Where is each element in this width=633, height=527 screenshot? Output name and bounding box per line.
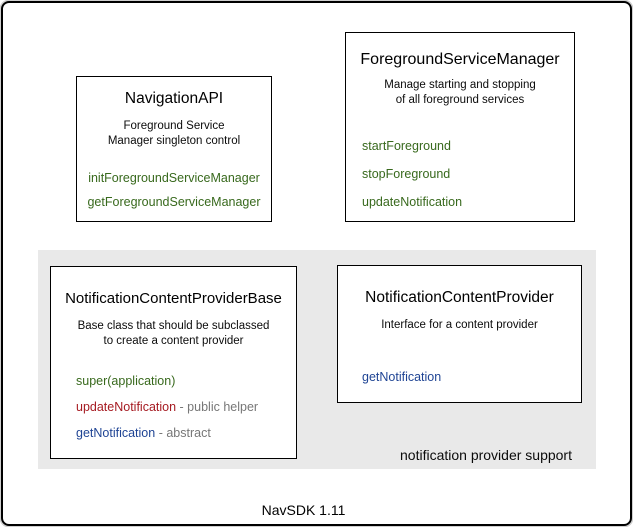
method-update-notification: updateNotification xyxy=(362,195,463,209)
method-update-notification: updateNotification - public helper xyxy=(76,401,296,414)
method-name: super(application) xyxy=(76,374,176,388)
method-list: getNotification xyxy=(338,371,581,384)
method-list: super(application) updateNotification - … xyxy=(51,375,296,440)
method-list: startForeground stopForeground updateNot… xyxy=(346,140,574,209)
method-get-foreground-service-manager: getForegroundServiceManager xyxy=(87,195,261,209)
class-box-foreground-service-manager: ForegroundServiceManager Manage starting… xyxy=(345,32,575,222)
class-box-notification-content-provider-base: NotificationContentProviderBase Base cla… xyxy=(50,266,297,459)
method-get-notification: getNotification - abstract xyxy=(76,427,296,440)
class-title-navigation-api: NavigationAPI xyxy=(124,90,224,107)
method-note: - public helper xyxy=(176,400,259,414)
class-description-notification-content-provider: Interface for a content provider xyxy=(381,319,538,331)
class-description-foreground-service-manager: Manage starting and stopping of all fore… xyxy=(384,79,536,106)
method-super-application: super(application) xyxy=(76,375,296,388)
method-start-foreground: startForeground xyxy=(362,139,451,153)
class-title-notification-content-provider-base: NotificationContentProviderBase xyxy=(65,290,282,307)
class-description-navigation-api: Foreground Service Manager singleton con… xyxy=(107,120,241,147)
method-get-notification: getNotification xyxy=(362,370,442,384)
method-list: initForegroundServiceManager getForegrou… xyxy=(77,172,271,209)
version-caption: NavSDK 1.11 xyxy=(261,502,346,518)
method-name: updateNotification xyxy=(76,400,177,414)
method-note: - abstract xyxy=(155,426,211,440)
panel-caption: notification provider support xyxy=(400,447,572,463)
class-title-notification-content-provider: NotificationContentProvider xyxy=(365,289,554,306)
method-init-foreground-service-manager: initForegroundServiceManager xyxy=(88,171,260,185)
class-box-notification-content-provider: NotificationContentProvider Interface fo… xyxy=(337,265,582,403)
class-box-navigation-api: NavigationAPI Foreground Service Manager… xyxy=(76,76,272,222)
class-description-notification-content-provider-base: Base class that should be subclassed to … xyxy=(77,320,270,347)
class-title-foreground-service-manager: ForegroundServiceManager xyxy=(360,51,560,68)
method-stop-foreground: stopForeground xyxy=(362,167,451,181)
method-name: getNotification xyxy=(76,426,156,440)
